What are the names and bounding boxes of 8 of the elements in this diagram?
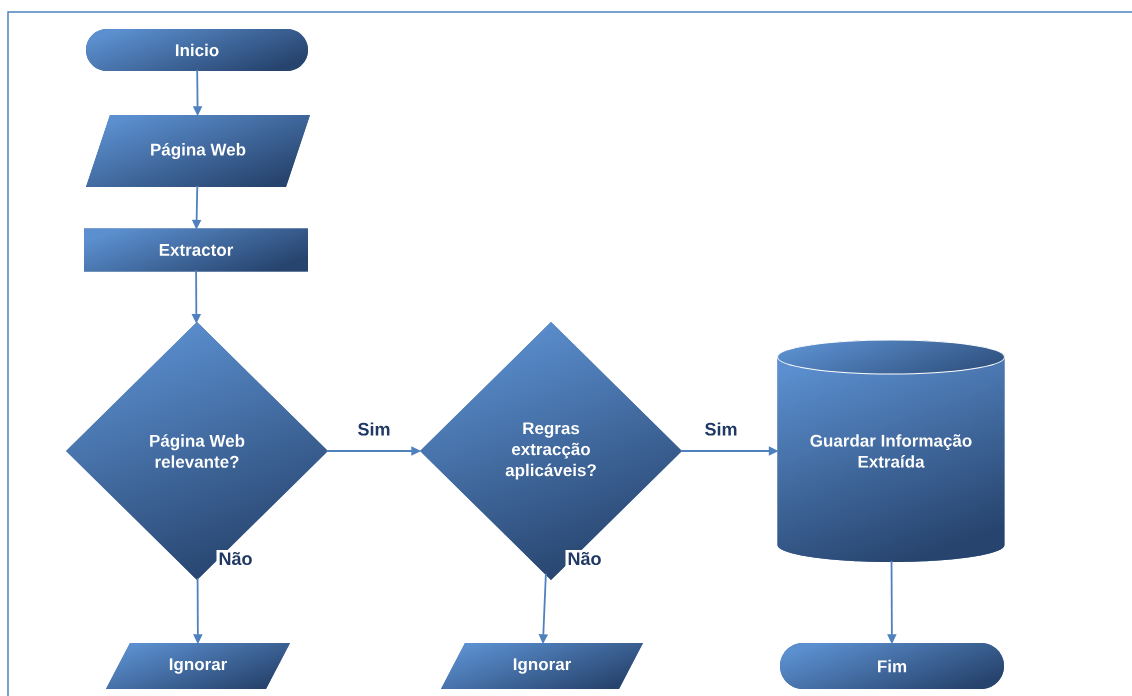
edge-label: Não xyxy=(216,549,255,568)
edge-label: Não xyxy=(565,549,604,568)
io-parallelogram: Ignorar xyxy=(441,643,643,689)
edge-label: Sim xyxy=(702,420,740,438)
process-box: Extractor xyxy=(84,228,308,272)
io-parallelogram: Ignorar xyxy=(106,643,290,689)
edge-label: Sim xyxy=(355,420,393,438)
storage-cylinder: Guardar Informação Extraída xyxy=(777,339,1005,562)
